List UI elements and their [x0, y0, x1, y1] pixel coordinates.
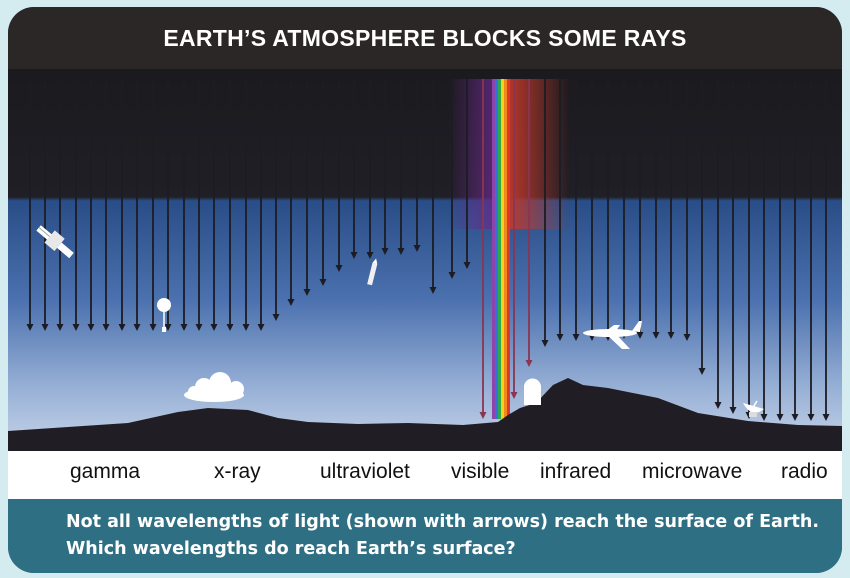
wavelength-arrow — [102, 79, 110, 331]
radio-dish-icon — [743, 400, 764, 417]
atmosphere-scene — [8, 69, 842, 451]
wavelength-arrow — [729, 79, 737, 414]
figure-title: EARTH’S ATMOSPHERE BLOCKS SOME RAYS — [163, 24, 687, 51]
title-bar: EARTH’S ATMOSPHERE BLOCKS SOME RAYS — [8, 7, 842, 69]
wavelength-arrow — [397, 79, 405, 255]
wavelength-arrow — [366, 79, 374, 259]
wavelength-arrow — [226, 79, 234, 331]
label-microwave: microwave — [642, 460, 743, 483]
wavelength-arrow — [667, 79, 675, 339]
wavelength-arrow — [683, 79, 691, 341]
wavelength-arrow — [807, 79, 815, 421]
wavelength-arrow — [350, 79, 358, 259]
figure-card: EARTH’S ATMOSPHERE BLOCKS SOME RAYS — [8, 7, 842, 573]
ground-silhouette — [8, 378, 842, 451]
wavelength-arrow — [72, 79, 80, 331]
wavelength-arrow — [698, 79, 706, 375]
wavelength-labels: gamma x-ray ultraviolet visible infrared… — [8, 451, 842, 499]
airplane-icon — [583, 321, 642, 349]
wavelength-arrow — [429, 79, 437, 294]
wavelength-arrow — [257, 79, 265, 331]
wavelength-arrow — [272, 79, 280, 321]
wavelength-arrow — [636, 79, 644, 339]
wavelength-arrow — [195, 79, 203, 331]
wavelength-arrow — [133, 79, 141, 331]
wavelength-arrow — [776, 79, 784, 421]
wavelength-arrow — [556, 79, 564, 341]
wavelength-arrow — [463, 79, 471, 269]
wavelength-arrow — [572, 79, 580, 341]
wavelength-arrow — [822, 79, 830, 421]
rocket-icon — [367, 258, 378, 286]
wavelength-arrow — [41, 79, 49, 331]
label-visible: visible — [451, 460, 510, 483]
wavelength-arrow — [413, 79, 421, 252]
wavelength-arrow — [210, 79, 218, 331]
label-infrared: infrared — [540, 460, 612, 483]
cloud-icon — [184, 372, 244, 402]
label-gamma: gamma — [70, 460, 141, 483]
wavelength-arrow — [242, 79, 250, 331]
wavelength-arrow — [381, 79, 389, 255]
caption-text: Not all wavelengths of light (shown with… — [66, 512, 819, 559]
wavelength-arrow — [87, 79, 95, 331]
wavelength-arrow — [118, 79, 126, 331]
wavelength-arrow — [791, 79, 799, 421]
wavelength-arrows — [26, 79, 830, 421]
wavelength-arrow — [26, 79, 34, 331]
wavelength-arrow — [652, 79, 660, 339]
label-ultraviolet: ultraviolet — [320, 460, 410, 483]
wavelength-arrow — [448, 79, 456, 279]
balloon-icon — [157, 298, 171, 332]
wavelength-arrow — [335, 79, 343, 272]
wavelength-arrow — [319, 79, 327, 286]
wavelength-arrow — [164, 79, 172, 331]
wavelength-arrow — [56, 79, 64, 331]
wavelength-arrow — [714, 79, 722, 409]
wavelength-arrow — [760, 79, 768, 421]
caption-bar: Not all wavelengths of light (shown with… — [8, 499, 842, 573]
wavelength-arrow — [180, 79, 188, 331]
satellite-icon — [36, 225, 74, 259]
wavelength-arrow — [303, 79, 311, 296]
observatory-icon — [524, 378, 541, 405]
wavelength-arrow — [525, 79, 533, 367]
wavelength-arrow — [510, 79, 518, 399]
sky-background — [8, 69, 842, 451]
wavelength-arrow — [479, 79, 487, 419]
visible-spectrum-band — [492, 79, 510, 419]
label-radio: radio — [781, 460, 828, 483]
wavelength-arrow — [149, 79, 157, 331]
wavelength-arrow — [287, 79, 295, 306]
label-x-ray: x-ray — [214, 460, 261, 483]
wavelength-arrow — [541, 79, 549, 347]
